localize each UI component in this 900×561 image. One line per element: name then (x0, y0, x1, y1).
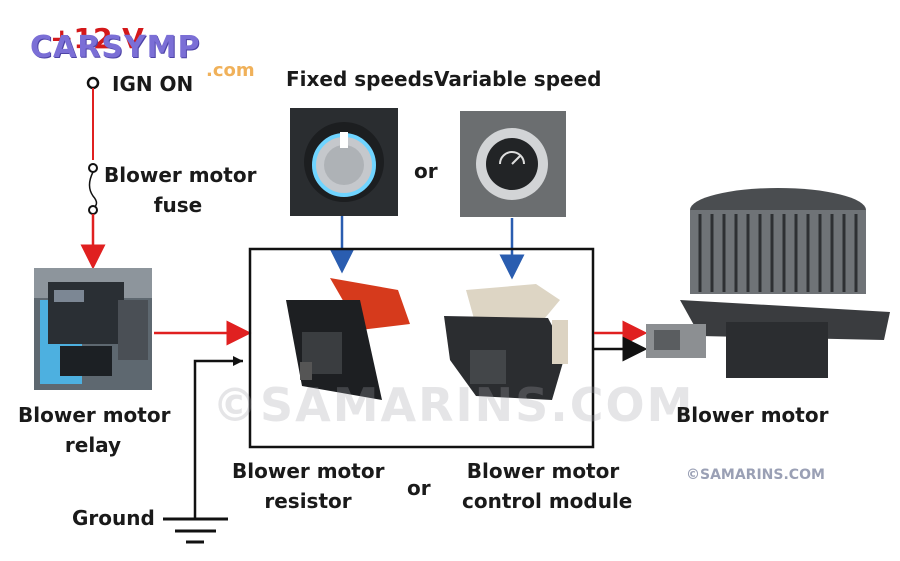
ground-wire (163, 356, 243, 544)
variable-speed-knob-image (460, 111, 566, 217)
relay-label-line2: relay (64, 433, 122, 457)
controls-or-label: or (414, 159, 438, 183)
resistor-image (286, 278, 410, 400)
relay-label: Blower motor relay (18, 400, 171, 460)
supply-voltage-label: +12 V (50, 22, 144, 55)
supply-wire (80, 76, 106, 270)
copyright-credit: ©SAMARINS.COM (686, 467, 825, 483)
blower-motor-image (646, 188, 890, 378)
blower-motor-label: Blower motor (676, 403, 829, 427)
module-label-line2: control module (462, 489, 633, 513)
resistor-label-line2: resistor (264, 489, 352, 513)
fuse-label-line2: fuse (153, 193, 203, 217)
module-label: Blower motor control module (462, 456, 633, 516)
speed-control-box (248, 247, 595, 449)
resistor-label-line1: Blower motor (232, 459, 385, 483)
variable-speed-label: Variable speed (434, 67, 602, 91)
site-logo: CARSYMP (30, 30, 201, 65)
fixed-speeds-label: Fixed speeds (286, 67, 434, 91)
site-logo-suffix: .com (206, 60, 255, 81)
fuse-label: Blower motor fuse (104, 160, 257, 220)
fixed-speed-knob-image (290, 108, 398, 216)
ignition-label: IGN ON (112, 72, 194, 96)
ground-label: Ground (72, 506, 155, 530)
middle-or-label: or (407, 476, 431, 500)
control-module-image (444, 284, 568, 400)
watermark: ©SAMARINS.COM (212, 378, 695, 432)
resistor-label: Blower motor resistor (232, 456, 384, 516)
relay-label-line1: Blower motor (18, 403, 171, 427)
fuse-label-line1: Blower motor (104, 163, 257, 187)
relay-image (34, 268, 152, 390)
module-label-line1: Blower motor (466, 459, 620, 483)
